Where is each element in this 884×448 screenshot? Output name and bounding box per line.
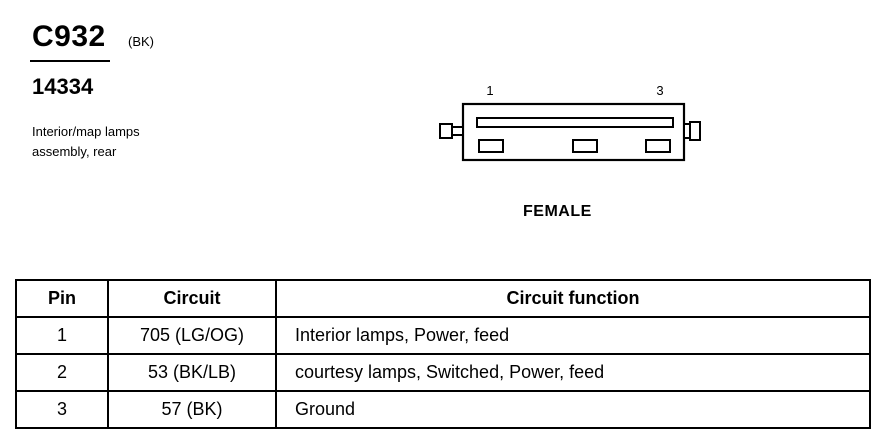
table-row: 2 53 (BK/LB) courtesy lamps, Switched, P… <box>15 353 871 392</box>
connector-gender: FEMALE <box>523 203 592 220</box>
table-row: 1 705 (LG/OG) Interior lamps, Power, fee… <box>15 316 871 355</box>
pin-cell: 2 <box>15 353 109 392</box>
latch-left <box>439 123 453 139</box>
description-line-2: assembly, rear <box>32 144 117 159</box>
title-rule <box>30 60 110 62</box>
pin-table: Pin Circuit Circuit function 1 705 (LG/O… <box>15 279 871 429</box>
latch-right <box>689 121 701 141</box>
table-row: 3 57 (BK) Ground <box>15 390 871 429</box>
circuit-cell: 53 (BK/LB) <box>107 353 277 392</box>
header-pin: Pin <box>15 279 109 318</box>
pin-cavity-1 <box>478 139 504 153</box>
table-header-row: Pin Circuit Circuit function <box>15 279 871 318</box>
header-function: Circuit function <box>275 279 871 318</box>
pin-label-1: 1 <box>486 83 493 98</box>
header-circuit: Circuit <box>107 279 277 318</box>
pin-cavity-3 <box>645 139 671 153</box>
pin-cell: 1 <box>15 316 109 355</box>
pin-cell: 3 <box>15 390 109 429</box>
circuit-cell: 705 (LG/OG) <box>107 316 277 355</box>
function-cell: Interior lamps, Power, feed <box>275 316 871 355</box>
connector-face-diagram: 1 3 <box>439 83 701 162</box>
latch-left-neck <box>451 126 464 136</box>
connector-description: Interior/map lamps assembly, rear <box>32 122 140 162</box>
description-line-1: Interior/map lamps <box>32 124 140 139</box>
connector-id: C932 <box>32 20 106 53</box>
function-cell: Ground <box>275 390 871 429</box>
connector-color: (BK) <box>128 34 154 49</box>
circuit-cell: 57 (BK) <box>107 390 277 429</box>
function-cell: courtesy lamps, Switched, Power, feed <box>275 353 871 392</box>
pin-label-3: 3 <box>656 83 663 98</box>
keyway-rail <box>476 117 674 128</box>
part-number: 14334 <box>32 74 94 99</box>
pin-cavity-2 <box>572 139 598 153</box>
